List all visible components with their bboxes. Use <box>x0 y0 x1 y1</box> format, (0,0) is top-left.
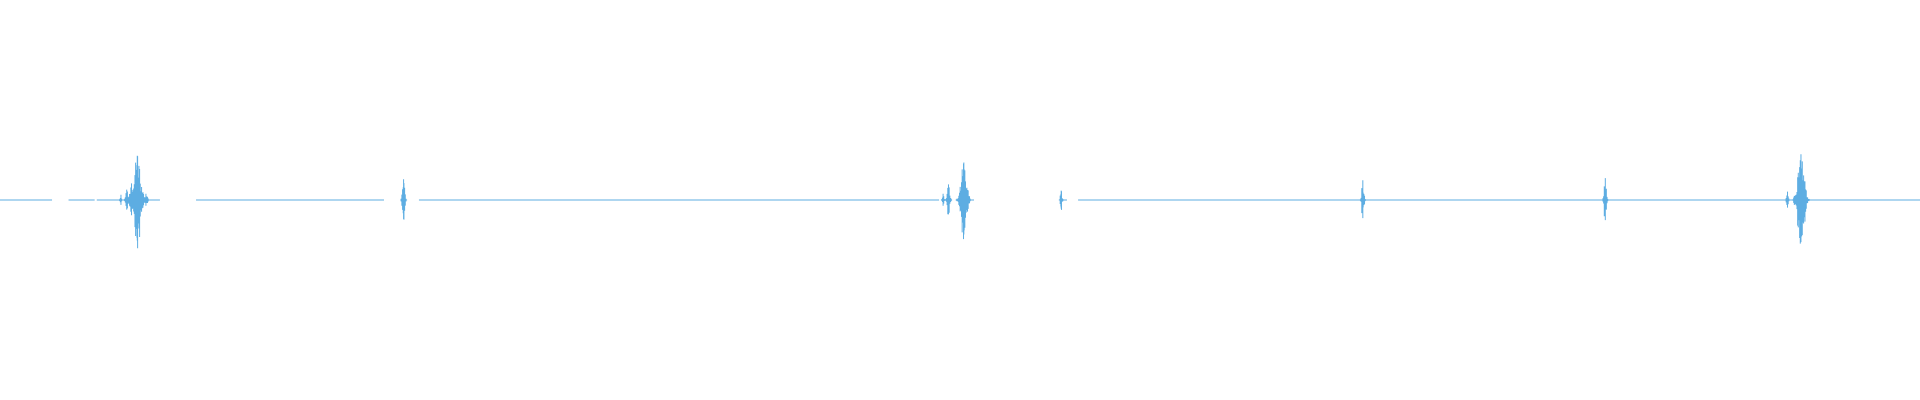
waveform-transient-path <box>1601 178 1609 221</box>
waveform-transient <box>1791 154 1811 244</box>
waveform-transient <box>1601 178 1609 221</box>
waveform-transient <box>1058 190 1064 210</box>
waveform-transient-path <box>1791 154 1811 244</box>
waveform-transient <box>955 162 973 240</box>
waveform-transient <box>1359 180 1367 219</box>
waveform-transient <box>400 179 408 220</box>
waveform-transient-path <box>1058 190 1064 210</box>
waveform-transient-path <box>1784 191 1791 208</box>
waveform-transient <box>1784 191 1791 208</box>
waveform-transient-path <box>1359 180 1367 219</box>
waveform-transient-path <box>955 162 973 240</box>
waveform-transient <box>940 193 946 206</box>
waveform-transient-path <box>400 179 408 220</box>
waveform-transient <box>944 184 953 215</box>
waveform-transient-path <box>944 184 953 215</box>
waveform-transient <box>118 194 124 205</box>
waveform-transient-path <box>141 193 151 206</box>
waveform-transient-path <box>940 193 946 206</box>
waveform-transient <box>141 193 151 206</box>
waveform-transient-path <box>118 194 124 205</box>
